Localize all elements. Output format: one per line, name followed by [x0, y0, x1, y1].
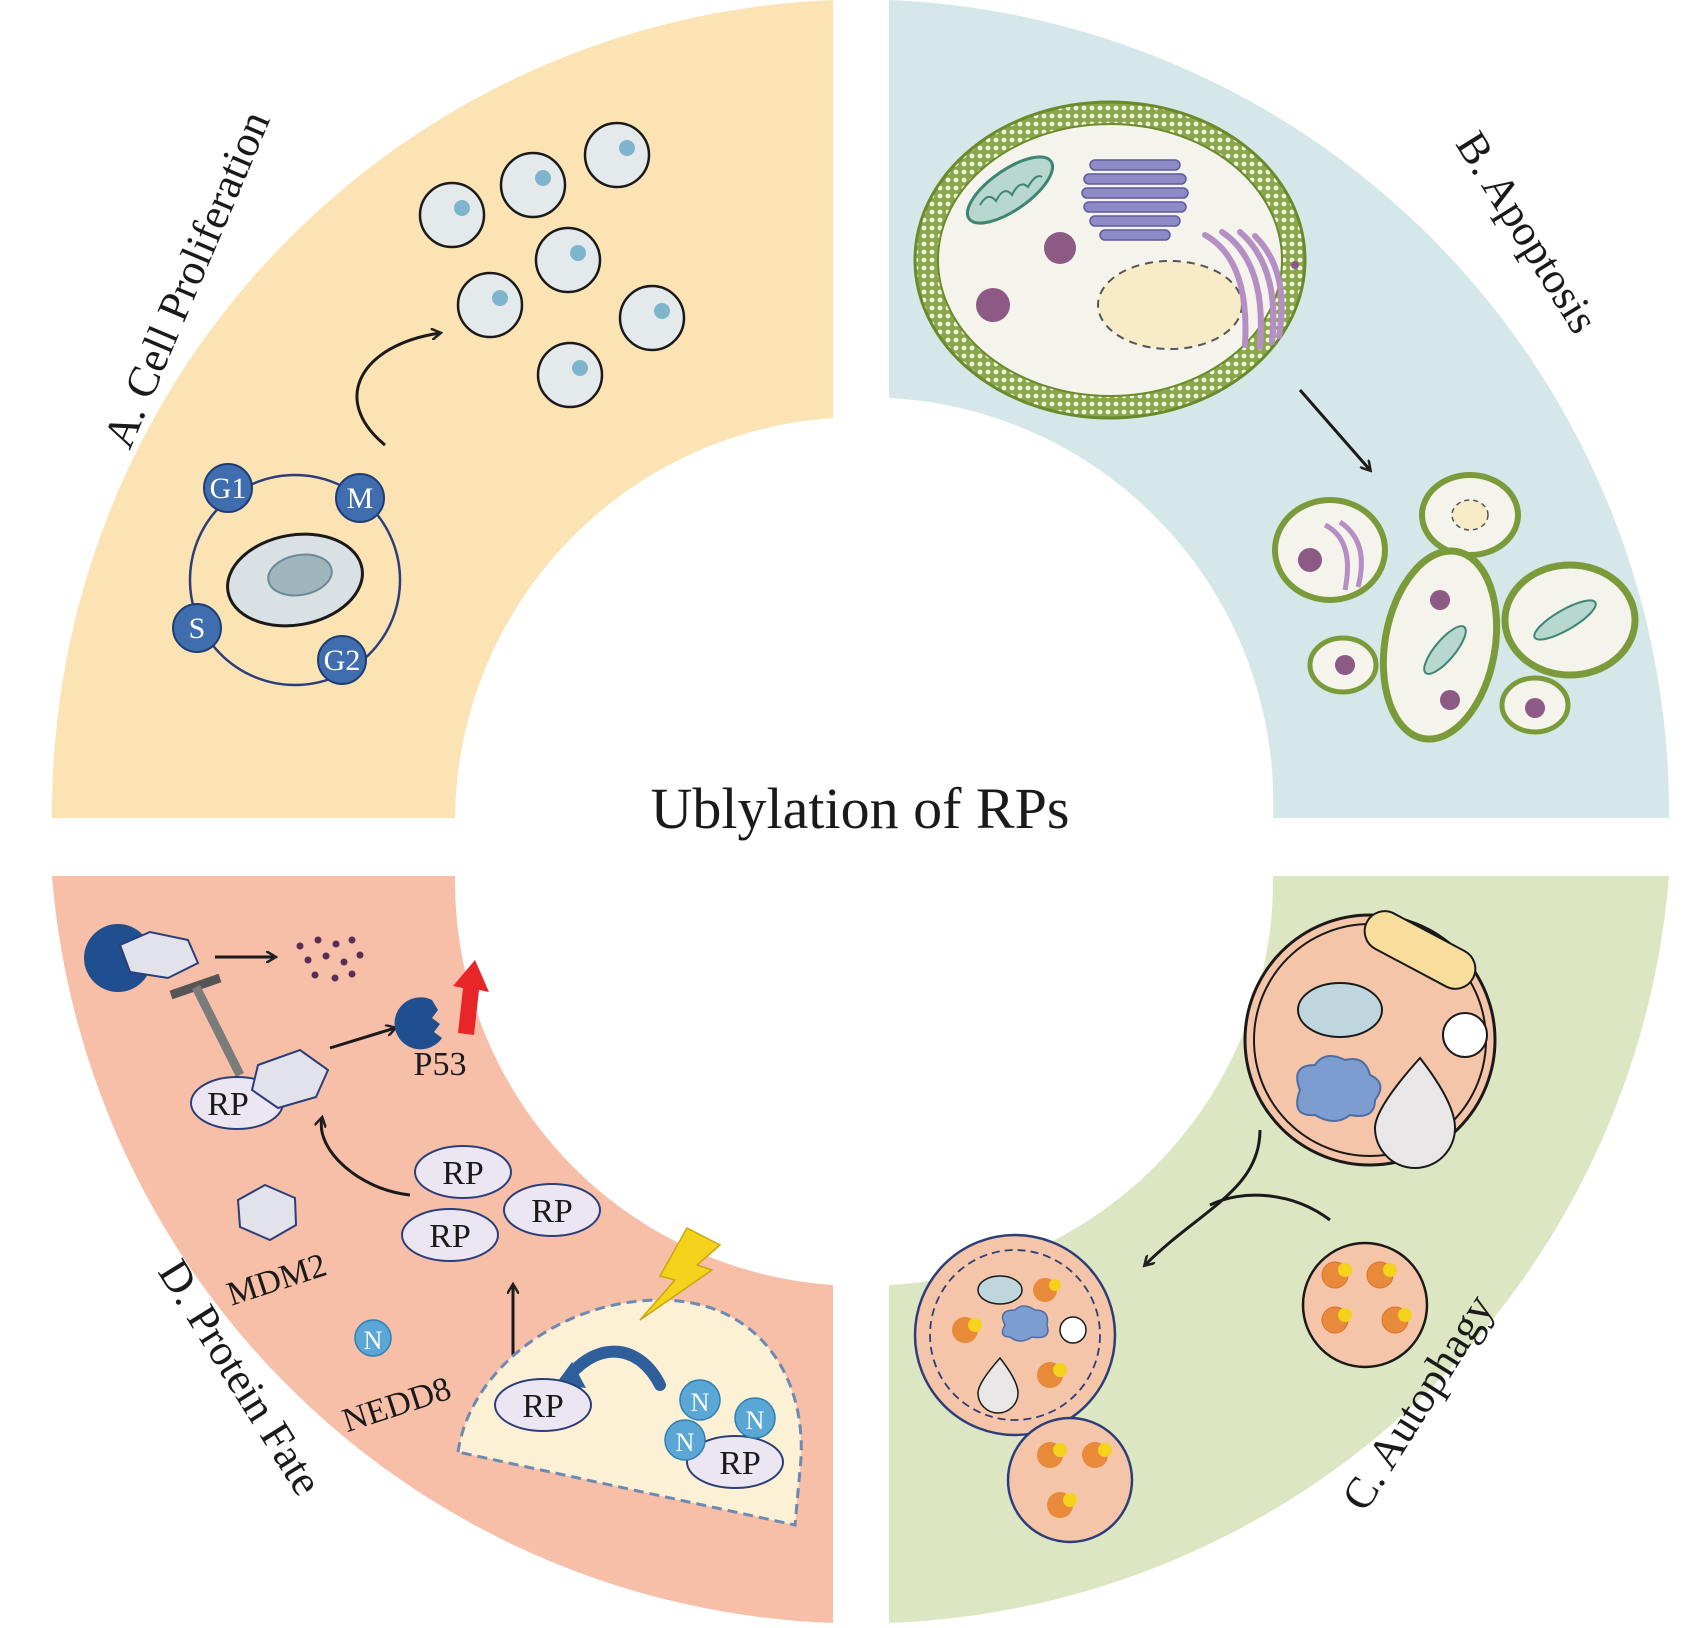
apoptotic-body: [1307, 635, 1379, 695]
daughter-cell: [536, 341, 604, 409]
apoptotic-body: [1419, 472, 1521, 558]
nedd8-n-label: N: [676, 1428, 695, 1457]
rp-label: RP: [429, 1218, 471, 1255]
nucleus-icon: [267, 553, 333, 597]
phase-g2-label: G2: [324, 644, 361, 677]
proliferation-arrow: [355, 333, 440, 447]
degraded-fragments-icon: [296, 936, 364, 982]
nedd8-n-label: N: [746, 1406, 765, 1435]
vesicle-icon: [1044, 232, 1076, 264]
nedd8-n-label: N: [691, 1388, 710, 1417]
rp-label: RP: [207, 1086, 249, 1123]
phase-m-label: M: [347, 482, 374, 515]
neddylated-rp: RP N N N: [664, 1379, 784, 1489]
cell-cycle-diagram: G1 M S G2: [172, 463, 402, 687]
vesicle-icon: [976, 288, 1010, 322]
apoptotic-body: [1499, 675, 1571, 735]
panel-a-sector: [51, 0, 833, 818]
apoptotic-body: [1272, 497, 1388, 603]
p53-icon: P53: [394, 997, 467, 1083]
apoptotic-body: [1379, 547, 1501, 743]
lysosome-arrow: [1209, 1193, 1331, 1222]
phase-s-label: S: [189, 612, 206, 645]
daughter-cell: [618, 284, 686, 352]
upregulation-arrow-icon: [453, 960, 489, 1035]
lysosome: [1301, 1241, 1429, 1369]
rp-binding-arrow: [321, 1118, 411, 1197]
autophagosome: [1243, 910, 1497, 1169]
cargo-teardrop-icon: [1373, 1056, 1457, 1169]
inhibition-symbol: [169, 973, 245, 1078]
rp-label: RP: [719, 1445, 761, 1482]
er-icon: [1202, 229, 1285, 350]
daughter-cells: [418, 121, 686, 409]
center-title: Ublylation of RPs: [651, 776, 1070, 841]
residual-body: [1006, 1416, 1134, 1544]
daughter-cell: [499, 151, 567, 219]
nucleus-icon: [1097, 260, 1243, 350]
rp-label: RP: [442, 1155, 484, 1192]
rp-label: RP: [531, 1193, 573, 1230]
apoptotic-body: [1501, 561, 1639, 679]
cargo-droplet-icon: [1442, 1012, 1488, 1058]
nucleolar-rp: RP: [494, 1378, 592, 1432]
daughter-cell: [534, 226, 602, 294]
p53-mdm2-complex: [84, 924, 200, 992]
daughter-cell: [583, 121, 651, 189]
phase-s: S: [172, 603, 222, 653]
phase-g1: G1: [203, 463, 253, 513]
deneddylation-arrow-icon: [564, 1345, 666, 1391]
p53-activation-arrow: [329, 1028, 395, 1050]
intact-cell: [913, 100, 1307, 420]
cargo-mitochondrion-icon: [1363, 910, 1477, 990]
daughter-cell: [418, 181, 486, 249]
cargo-aggregate-icon: [1296, 1055, 1382, 1122]
daughter-cell: [456, 271, 524, 339]
p53-label: P53: [414, 1046, 467, 1083]
phase-g1-label: G1: [210, 472, 247, 505]
stress-lightning-icon: [639, 1227, 722, 1321]
phase-m: M: [335, 473, 385, 523]
autolysosome: [913, 1233, 1117, 1437]
rp-mdm2-complex: RP: [190, 1048, 330, 1130]
phase-g2: G2: [317, 635, 367, 685]
nedd8-n-label: N: [364, 1326, 383, 1355]
free-ribosomal-proteins: RP RP RP: [401, 1145, 601, 1262]
apoptosis-arrow: [1298, 389, 1370, 470]
mitochondrion-icon: [965, 155, 1055, 225]
cargo-vesicle-icon: [1297, 982, 1383, 1038]
rp-label: RP: [522, 1388, 564, 1425]
apoptotic-bodies: [1272, 472, 1639, 743]
golgi-stack-icon: [1081, 159, 1189, 241]
